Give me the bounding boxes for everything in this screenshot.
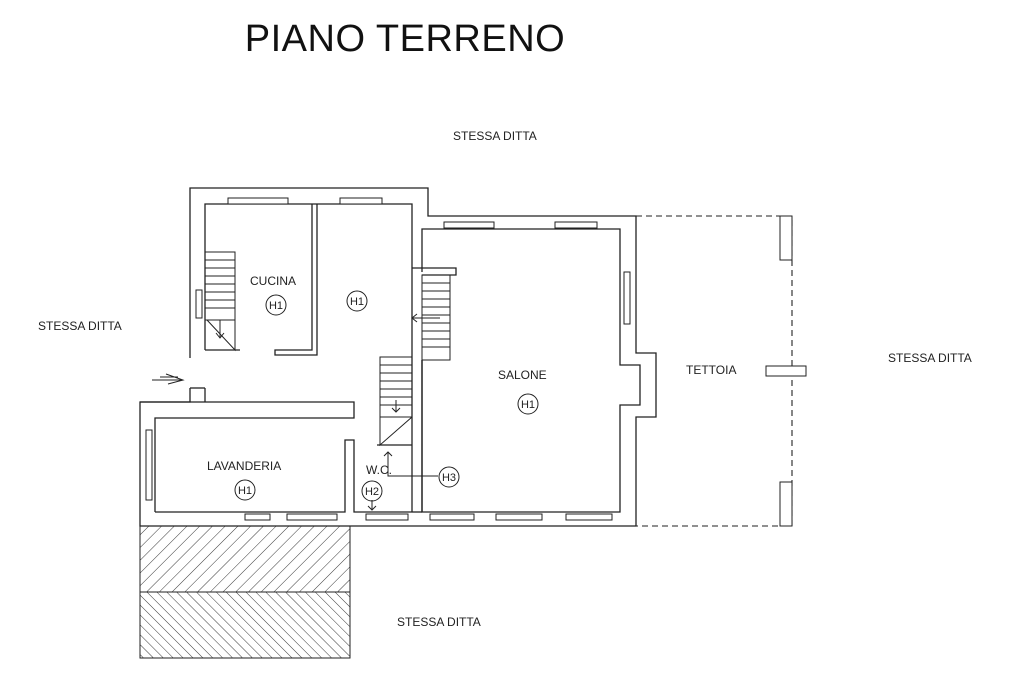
neighbor-label-bottom: STESSA DITTA bbox=[397, 615, 481, 629]
neighbor-label-top: STESSA DITTA bbox=[453, 129, 537, 143]
exterior-walls bbox=[139, 187, 793, 527]
windows bbox=[145, 197, 807, 527]
svg-text:H1: H1 bbox=[350, 296, 364, 308]
neighbor-label-left: STESSA DITTA bbox=[38, 319, 122, 333]
height-tag-salone: H1 bbox=[517, 393, 539, 415]
wc-door-icon bbox=[367, 500, 377, 511]
svg-text:H1: H1 bbox=[269, 300, 283, 312]
height-tag-stair: H3 bbox=[438, 466, 460, 488]
height-tag-wc: H2 bbox=[361, 480, 383, 502]
neighbor-label-right: STESSA DITTA bbox=[888, 351, 972, 365]
hatched-area-lower bbox=[139, 591, 351, 659]
room-label-tettoia: TETTOIA bbox=[686, 363, 736, 377]
hatched-area-upper bbox=[139, 525, 351, 593]
entrance-arrow-icon bbox=[152, 373, 185, 385]
height-tag-cucina: H1 bbox=[265, 294, 287, 316]
svg-text:H1: H1 bbox=[521, 399, 535, 411]
room-label-wc: W.C. bbox=[366, 463, 392, 477]
room-label-lavanderia: LAVANDERIA bbox=[207, 459, 281, 473]
plan-title: PIANO TERRENO bbox=[244, 18, 566, 60]
room-label-cucina: CUCINA bbox=[250, 274, 296, 288]
stair-cucina bbox=[204, 251, 236, 352]
svg-text:H3: H3 bbox=[442, 472, 456, 484]
height-tag-lavanderia: H1 bbox=[234, 479, 256, 501]
svg-text:H1: H1 bbox=[238, 485, 252, 497]
h3-leader-line bbox=[387, 452, 438, 477]
stair-disimpegno bbox=[379, 356, 413, 447]
room-label-salone: SALONE bbox=[498, 368, 547, 382]
svg-text:H2: H2 bbox=[365, 486, 379, 498]
height-tag-disimpegno: H1 bbox=[346, 290, 368, 312]
stair-salone bbox=[411, 274, 451, 361]
